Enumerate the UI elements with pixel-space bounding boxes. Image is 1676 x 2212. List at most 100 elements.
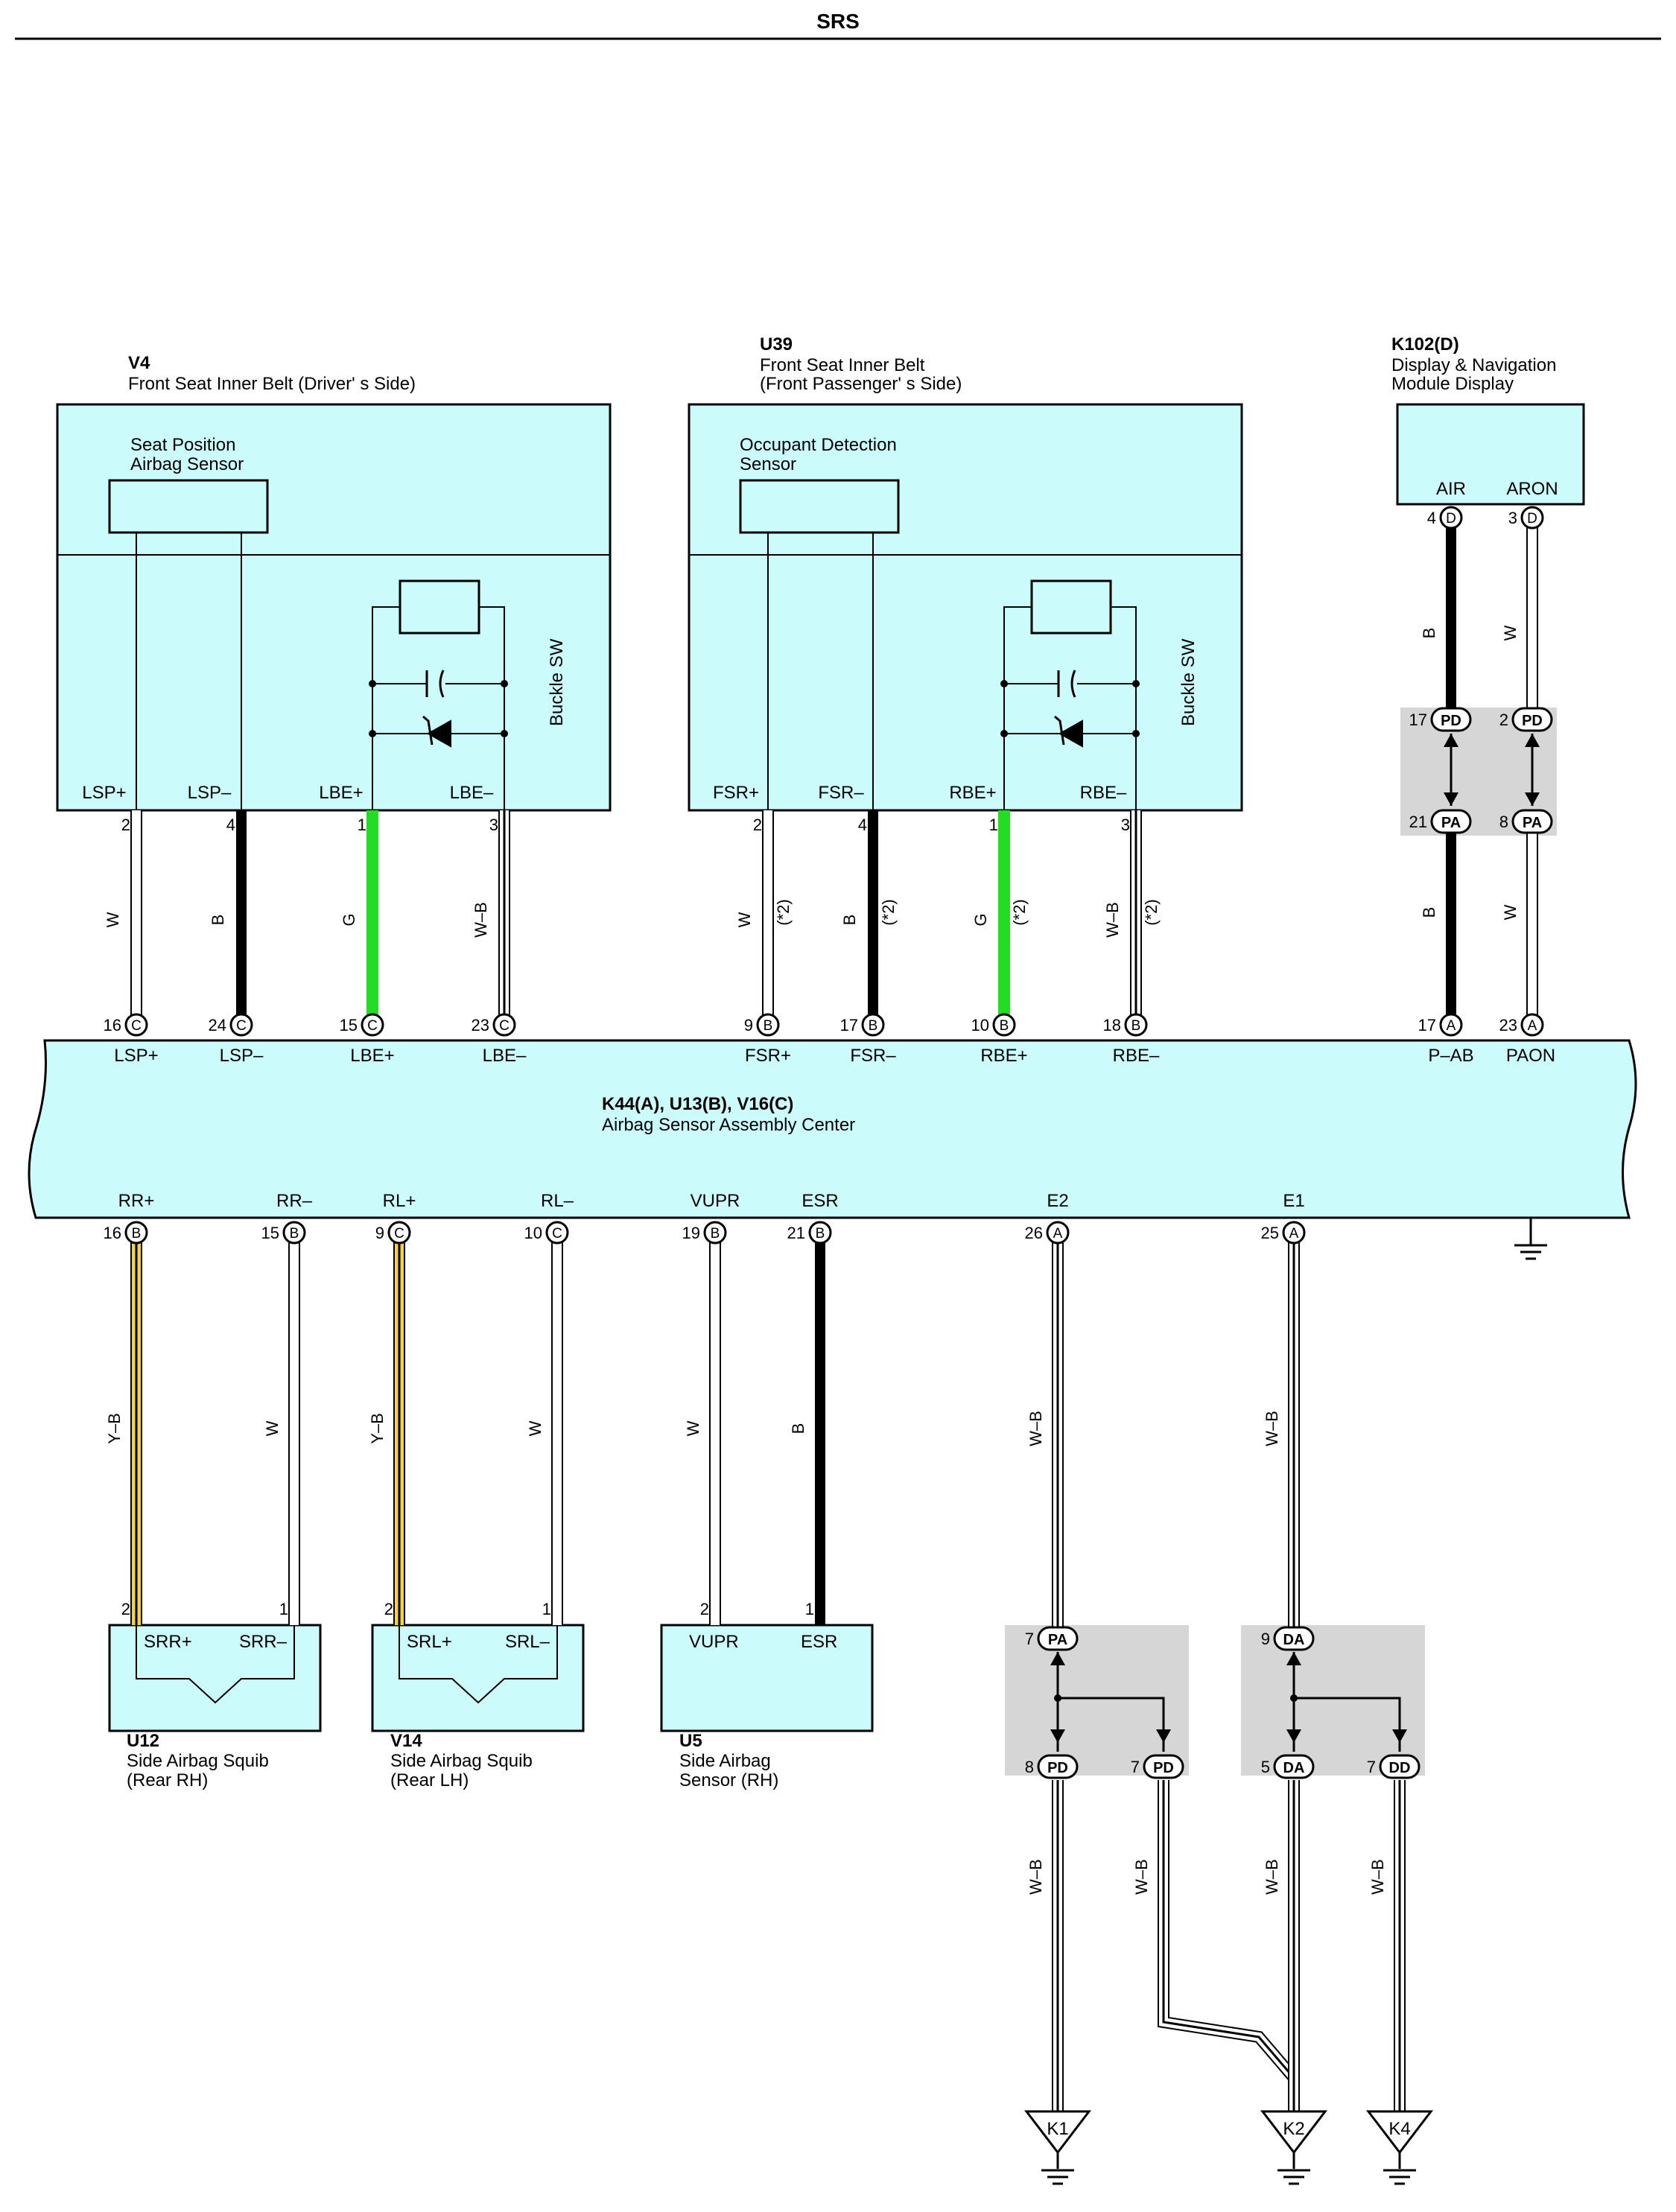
connector-pin-icon (808, 1221, 832, 1245)
connector-letter: C (131, 1018, 142, 1034)
u5-terminal: ESR (801, 1632, 837, 1652)
connector-letter: B (132, 1226, 142, 1242)
connector-pin-icon (1282, 1221, 1306, 1245)
v4-code: V4 (128, 353, 150, 373)
wire-color-label: Y–B (368, 1413, 387, 1444)
connector-pin-icon (1273, 1626, 1315, 1651)
pin-number: 1 (989, 816, 998, 834)
u12-name-1: Side Airbag Squib (127, 1751, 269, 1771)
connector-pin-icon (861, 1013, 885, 1037)
v14-terminal: SRL– (505, 1632, 550, 1652)
connector-letter: A (1053, 1226, 1063, 1242)
v14-name-2: (Rear LH) (390, 1770, 469, 1790)
resistor-icon (1030, 579, 1112, 635)
pin-number: 8 (1499, 813, 1508, 831)
arrow-icon (1050, 1729, 1065, 1743)
wire-color-label: B (1420, 907, 1438, 918)
pin-number: 3 (489, 816, 498, 834)
connector-pin-icon (1439, 1013, 1463, 1037)
ground-symbol-icon (1513, 1244, 1549, 1260)
v14-component: SRL+ SRL– V14 Side Airbag Squib (Rear LH… (371, 1624, 585, 1790)
pin-number: 26 (1025, 1224, 1043, 1242)
v14-name-1: Side Airbag Squib (390, 1751, 533, 1771)
v4-name: Front Seat Inner Belt (Driver' s Side) (128, 374, 416, 394)
connector-letter: DA (1283, 1632, 1305, 1648)
ecu-terminal-bottom: E2 (1047, 1191, 1068, 1211)
pin-number: 1 (542, 1600, 551, 1618)
ecu-terminal-top: LBE– (483, 1046, 527, 1066)
arrow-icon (1525, 792, 1540, 806)
pin-number: 9 (1261, 1630, 1270, 1648)
connector-letter: B (816, 1226, 825, 1242)
wire-color-label: W–B (1026, 1411, 1045, 1446)
ecu-terminal-bottom: RR– (276, 1191, 313, 1211)
ground-label: K2 (1283, 2119, 1304, 2139)
ecu-terminal-top: FSR+ (745, 1046, 791, 1066)
connector-letter: B (1000, 1018, 1009, 1034)
connector-pin-icon (1430, 707, 1472, 732)
pin-number: 15 (340, 1016, 358, 1035)
ground-symbol-icon (1382, 2169, 1418, 2185)
arrow-icon (1525, 734, 1540, 747)
v4-component: Seat Position Airbag Sensor Buckle SW LS… (56, 403, 612, 812)
wire-color-label: B (840, 915, 859, 926)
connector-pin-icon (1439, 506, 1463, 530)
v4-terminal: LBE+ (319, 783, 363, 803)
pin-number: 7 (1131, 1758, 1140, 1776)
k102-name-2: Module Display (1391, 374, 1514, 394)
connector-pin-icon (361, 1013, 384, 1037)
ecu-terminal-bottom: RR+ (118, 1191, 155, 1211)
wire-layer (130, 518, 1538, 2111)
pin-number: 21 (1409, 813, 1427, 831)
wire-color-label: B (209, 915, 227, 926)
connector-letter: A (1528, 1018, 1537, 1034)
arrow-icon (1444, 792, 1458, 806)
ground-symbol-icon (1040, 2169, 1076, 2185)
connector-letter: PD (1441, 713, 1461, 729)
wire-color-label: W (526, 1420, 545, 1436)
ecu-terminal-bottom: RL+ (383, 1191, 416, 1211)
connector-pin-icon (1273, 1754, 1315, 1779)
pin-number: 1 (358, 816, 366, 834)
u39-name-2: (Front Passenger' s Side) (760, 374, 962, 394)
ecu-terminal-top: RBE+ (980, 1046, 1027, 1066)
v14-code: V14 (390, 1731, 422, 1751)
arrow-icon (1050, 1652, 1065, 1665)
pin-number: 18 (1103, 1016, 1121, 1035)
resistor-icon (399, 579, 480, 635)
ground-terminal (1260, 2110, 1328, 2155)
connector-letter: PA (1048, 1632, 1067, 1648)
connector-letter: DD (1389, 1760, 1411, 1776)
wire-ground-k2-jog-fill (1159, 1780, 1298, 2111)
pin-number: 23 (472, 1016, 489, 1035)
u5-terminal: VUPR (689, 1632, 739, 1652)
wire-color-label: B (789, 1423, 807, 1434)
ground-terminal (1365, 2110, 1434, 2155)
wire-color-label: W (1501, 625, 1520, 641)
pin-number: 5 (1261, 1758, 1270, 1776)
pin-number: 3 (1121, 816, 1130, 834)
connector-letter: C (552, 1226, 562, 1242)
wire-ground-k2-jog (1158, 1780, 1300, 2111)
connector-letter: B (1131, 1018, 1141, 1034)
connector-letter: B (869, 1018, 878, 1034)
u12-name-2: (Rear RH) (127, 1770, 208, 1790)
connector-pin-icon (992, 1013, 1016, 1037)
pin-number: 15 (261, 1224, 279, 1242)
wire-color-label: W–B (1103, 902, 1122, 938)
connector-pin-icon (387, 1221, 411, 1245)
pin-number: 10 (524, 1224, 542, 1242)
pin-number: 17 (1409, 711, 1427, 729)
u12-code: U12 (127, 1731, 159, 1751)
connector-letter: C (394, 1226, 404, 1242)
v4-terminal: LSP– (188, 783, 232, 803)
ecu-terminal-top: LSP+ (114, 1046, 158, 1066)
pin-number: 9 (375, 1224, 384, 1242)
wire-color-label: W–B (1026, 1859, 1045, 1895)
k102-terminal: ARON (1506, 479, 1558, 499)
pin-number: 17 (1418, 1016, 1436, 1035)
connector-pin-icon (1037, 1754, 1079, 1779)
pin-number: 8 (1025, 1758, 1034, 1776)
connector-pin-icon (124, 1013, 148, 1037)
v4-terminal: LBE– (450, 783, 494, 803)
